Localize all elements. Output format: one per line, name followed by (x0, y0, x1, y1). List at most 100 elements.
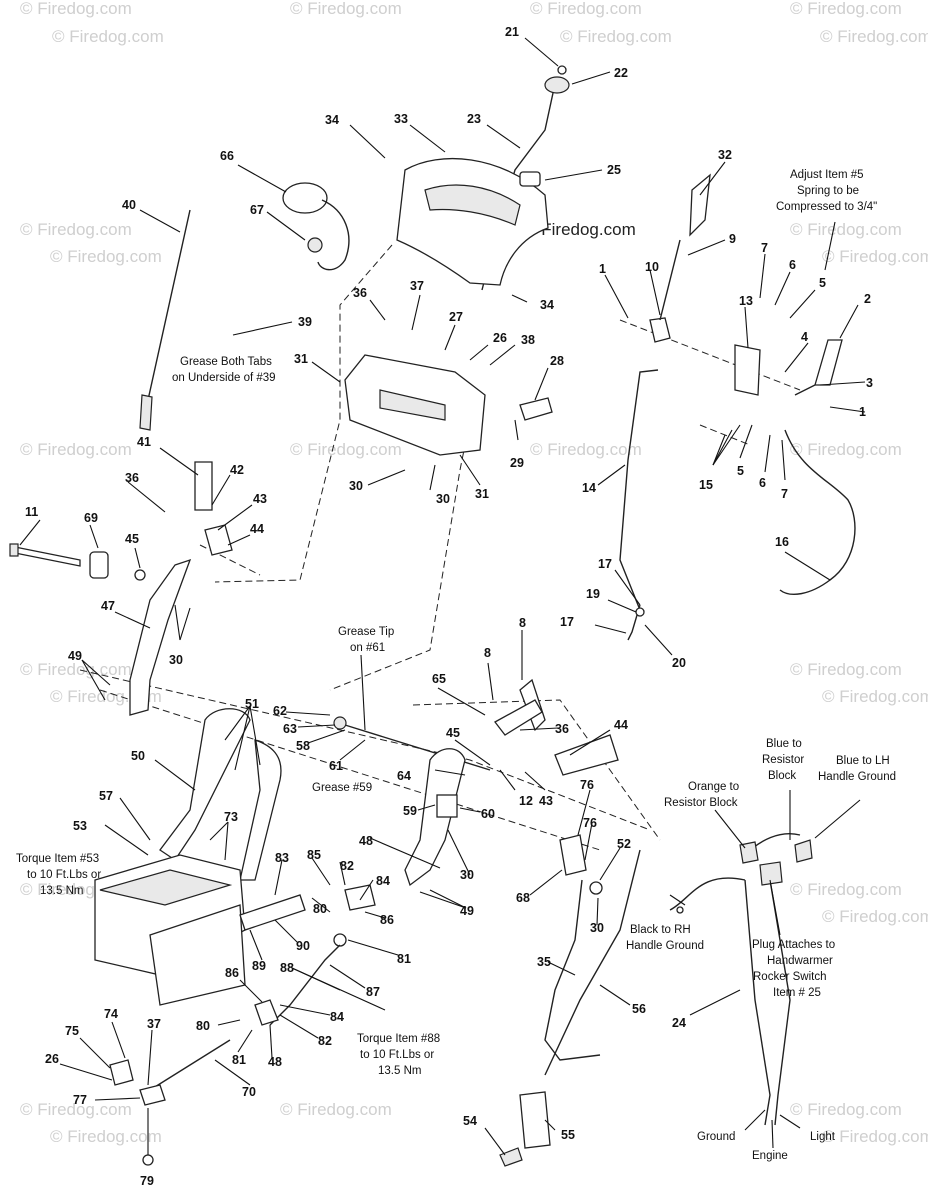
part-45 (134, 569, 146, 581)
part-label: 82 (318, 1034, 332, 1048)
watermark: © Firedog.com (790, 880, 902, 899)
watermark: © Firedog.com (20, 660, 132, 679)
part-label: 43 (539, 794, 553, 808)
part-label: 84 (376, 874, 390, 888)
watermark: © Firedog.com (790, 440, 902, 459)
part-label: 80 (196, 1019, 210, 1033)
part-label: 30 (169, 653, 183, 667)
nut-52 (589, 881, 603, 895)
part-label: 87 (366, 985, 380, 999)
leader-lines (19, 37, 866, 1156)
note-grease-tip: on #61 (350, 642, 385, 654)
watermark: © Firedog.com (52, 27, 164, 46)
part-label: 22 (614, 66, 628, 80)
part-label: 40 (122, 198, 136, 212)
part-label: 73 (224, 810, 238, 824)
watermark: © Firedog.com (290, 440, 402, 459)
rod-70 (149, 1039, 231, 1091)
part-label: 44 (250, 522, 264, 536)
knob-22 (544, 76, 570, 94)
part-label: 36 (125, 471, 139, 485)
note-blue-lh: Handle Ground (818, 771, 896, 783)
watermark: © Firedog.com (280, 1100, 392, 1119)
part-label: 76 (583, 816, 597, 830)
watermark: © Firedog.com (790, 1100, 902, 1119)
part-label: 51 (245, 697, 259, 711)
part-label: 69 (84, 511, 98, 525)
watermark: © Firedog.com (822, 907, 928, 926)
part-label: 32 (718, 148, 732, 162)
part-label: 17 (560, 615, 574, 629)
part-label: 41 (137, 435, 151, 449)
part-label: 28 (550, 354, 564, 368)
watermark: © Firedog.com (20, 220, 132, 239)
note-plug-attaches: Handwarmer (767, 955, 833, 967)
note-grease-tabs: Grease Both Tabs (180, 356, 272, 368)
watermark: © Firedog.com (530, 0, 642, 18)
watermark: © Firedog.com (822, 687, 928, 706)
handle-64 (404, 748, 466, 887)
part-labels: 21 22 34 33 23 25 66 67 40 32 9 10 1 7 6… (25, 25, 873, 1188)
grip-43-right (554, 734, 619, 776)
watermark: © Firedog.com (790, 220, 902, 239)
handle-47 (129, 558, 192, 716)
grip-41 (194, 461, 213, 511)
part-label: 52 (617, 837, 631, 851)
note-blue-resistor: Block (768, 770, 796, 782)
part-label: 6 (789, 258, 796, 272)
part-label: 68 (516, 891, 530, 905)
note-adjust-item: Compressed to 3/4" (776, 201, 877, 213)
handle-50 (159, 708, 251, 861)
part-label: 31 (294, 352, 308, 366)
part-label: 53 (73, 819, 87, 833)
part-label: 61 (329, 759, 343, 773)
part-label: 21 (505, 25, 519, 39)
headlight-66 (282, 182, 328, 214)
part-label: 57 (99, 789, 113, 803)
part-label: 17 (598, 557, 612, 571)
watermark: © Firedog.com (790, 660, 902, 679)
rod-40 (147, 209, 191, 401)
part-label: 35 (537, 955, 551, 969)
bulb-67 (307, 237, 323, 253)
notes: Adjust Item #5 Spring to be Compressed t… (16, 169, 896, 1162)
part-label: 6 (759, 476, 766, 490)
part-label: 33 (394, 112, 408, 126)
part-label: 27 (449, 310, 463, 324)
watermarks: © Firedog.com © Firedog.com © Firedog.co… (20, 0, 928, 1146)
part-label: 64 (397, 769, 411, 783)
watermark: © Firedog.com (20, 1100, 132, 1119)
part-label: 4 (801, 330, 808, 344)
part-label: 7 (781, 487, 788, 501)
part-label: 12 (519, 794, 533, 808)
part-label: 20 (672, 656, 686, 670)
part-label: 83 (275, 851, 289, 865)
part-label: 30 (436, 492, 450, 506)
note-plug-attaches: Plug Attaches to (752, 939, 835, 951)
bolt-11 (14, 546, 81, 567)
note-grease-tip: Grease Tip (338, 626, 394, 638)
part-label: 9 (729, 232, 736, 246)
part-label: 8 (484, 646, 491, 660)
part-label: 39 (298, 315, 312, 329)
parts (9, 65, 856, 1167)
harness-24 (669, 877, 746, 911)
part-label: 49 (460, 904, 474, 918)
part-label: 54 (463, 1114, 477, 1128)
part-label: 63 (283, 722, 297, 736)
part-label: 89 (252, 959, 266, 973)
part-label: 45 (125, 532, 139, 546)
part-label: 86 (380, 913, 394, 927)
note-black-rh: Handle Ground (626, 940, 704, 952)
part-label: 19 (586, 587, 600, 601)
plate-13 (734, 344, 761, 396)
part-77 (139, 1084, 166, 1106)
watermark: © Firedog.com (20, 0, 132, 18)
watermark-main: © Firedog.com (524, 220, 636, 239)
watermark: © Firedog.com (822, 1127, 928, 1146)
grip-55 (519, 1091, 551, 1149)
watermark: © Firedog.com (530, 440, 642, 459)
part-label: 76 (580, 778, 594, 792)
handle-50-right (239, 739, 282, 881)
